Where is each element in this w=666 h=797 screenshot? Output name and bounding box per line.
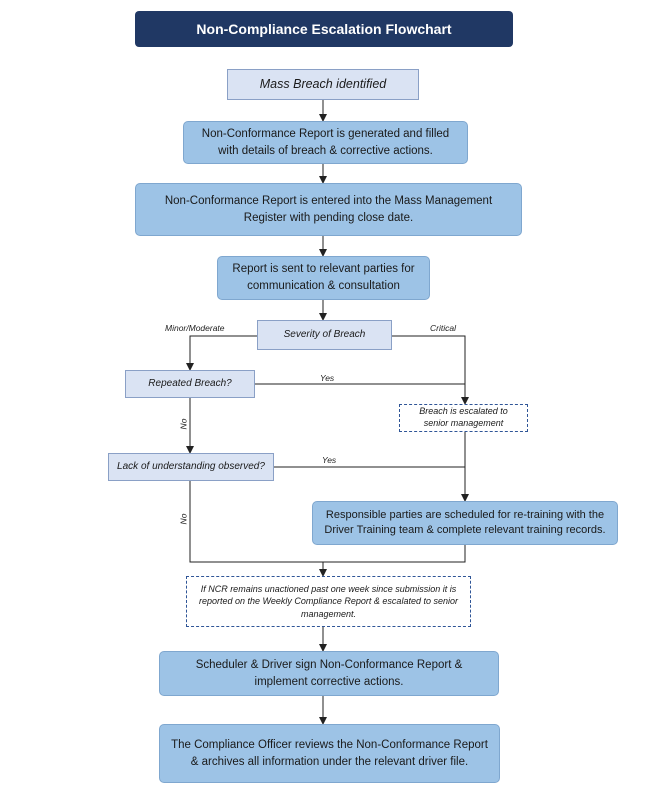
critical-branch bbox=[392, 335, 469, 405]
retraining-node: Responsible parties are scheduled for re… bbox=[312, 501, 618, 545]
repeated-breach-node: Repeated Breach? bbox=[125, 370, 255, 398]
retraining-merge bbox=[323, 545, 466, 563]
lack-no-line bbox=[189, 481, 323, 563]
no-label-2: No bbox=[178, 513, 189, 525]
sign-node: Scheduler & Driver sign Non-Conformance … bbox=[159, 651, 499, 696]
ncr-unactioned-node: If NCR remains unactioned past one week … bbox=[186, 576, 471, 627]
severity-node: Severity of Breach bbox=[257, 320, 392, 350]
ncr-entered-node: Non-Conformance Report is entered into t… bbox=[135, 183, 522, 236]
page-title: Non-Compliance Escalation Flowchart bbox=[135, 11, 513, 47]
ncr-generated-node: Non-Conformance Report is generated and … bbox=[183, 121, 468, 164]
minor-branch bbox=[186, 335, 257, 371]
yes-label-1: Yes bbox=[320, 373, 335, 383]
lack-understanding-node: Lack of understanding observed? bbox=[108, 453, 274, 481]
no-label-1: No bbox=[178, 418, 189, 430]
minor-moderate-label: Minor/Moderate bbox=[165, 323, 225, 333]
escalated-node: Breach is escalated to senior management bbox=[399, 404, 528, 432]
critical-label: Critical bbox=[430, 323, 456, 333]
mass-breach-node: Mass Breach identified bbox=[227, 69, 419, 100]
archive-node: The Compliance Officer reviews the Non-C… bbox=[159, 724, 500, 783]
report-sent-node: Report is sent to relevant parties for c… bbox=[217, 256, 430, 300]
yes-label-2: Yes bbox=[322, 455, 337, 465]
